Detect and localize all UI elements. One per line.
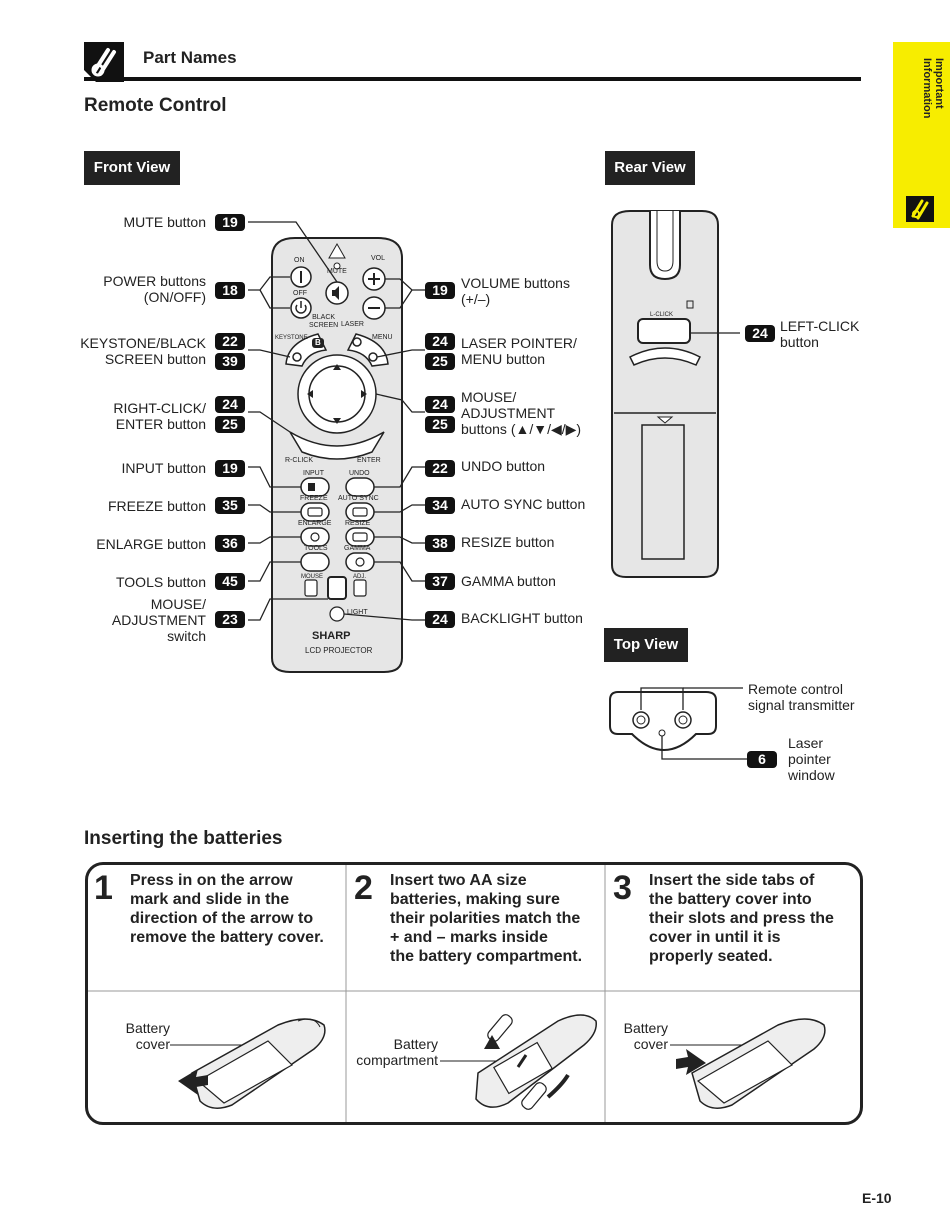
power-page-badge: 18 [215, 282, 245, 299]
step-3-text: Insert the side tabs of the battery cove… [649, 872, 834, 965]
model-name: LCD PROJECTOR [305, 646, 373, 655]
top-view-label: Top View [604, 628, 688, 662]
step-3-illustration [670, 1018, 826, 1109]
volume-page-badge: 19 [425, 282, 455, 299]
page-number: E-10 [862, 1190, 892, 1206]
mouse-switch-label: MOUSE/ ADJUSTMENT switch [111, 596, 206, 644]
batteries-heading: Inserting the batteries [84, 828, 283, 849]
section-icon [84, 42, 124, 82]
mouse-switch-page-badge: 23 [215, 611, 245, 628]
page-heading: Remote Control [84, 95, 227, 116]
brand-logo: SHARP [312, 630, 351, 642]
mute-page-badge: 19 [215, 214, 245, 231]
step-3-number: 3 [613, 869, 632, 907]
laser-page-badge-2: 25 [425, 353, 455, 370]
key-label-input: INPUT [303, 470, 324, 477]
key-label-laser: LASER [341, 321, 364, 328]
step-1-caption: Battery cover [125, 1020, 170, 1052]
key-label-r-click: R-CLICK [285, 457, 314, 464]
step-2-text: Insert two AA size batteries, making sur… [390, 872, 583, 965]
rear-view-label: Rear View [605, 151, 695, 185]
section-title: Part Names [143, 48, 237, 67]
mouse-adj-label: MOUSE/ ADJUSTMENT buttons (▲/▼/◀/▶) [461, 389, 582, 437]
l-click-key-label: L-CLICK [650, 312, 674, 318]
laser-page-badge-1: 24 [425, 333, 455, 350]
autosync-label: AUTO SYNC button [461, 496, 586, 512]
transmitter-label: Remote control signal transmitter [748, 681, 855, 713]
key-label-tools: TOOLS [304, 545, 328, 552]
front-view-diagram [248, 221, 425, 673]
left-click-label: LEFT-CLICK button [780, 318, 860, 350]
key-label-menu: MENU [372, 334, 393, 341]
side-tab: Important Information [893, 42, 950, 228]
rclick-page-badge-2: 25 [215, 416, 245, 433]
key-label-off: OFF [293, 290, 307, 297]
step-3-caption: Battery cover [623, 1020, 668, 1052]
header-rule [84, 77, 861, 81]
input-page-badge: 19 [215, 460, 245, 477]
laser-window-page-badge: 6 [747, 751, 777, 768]
backlight-label: BACKLIGHT button [461, 610, 583, 626]
step-1-number: 1 [94, 869, 113, 907]
mouse-adj-page-badge-2: 25 [425, 416, 455, 433]
autosync-page-badge: 34 [425, 497, 455, 514]
key-label-undo: UNDO [349, 470, 370, 477]
tools-label: TOOLS button [115, 574, 206, 590]
backlight-page-badge: 24 [425, 611, 455, 628]
resize-label: RESIZE button [461, 534, 555, 550]
key-label-resize: RESIZE [345, 520, 371, 527]
laser-label: LASER POINTER/ MENU button [461, 335, 577, 367]
rear-view-diagram [611, 210, 740, 578]
step-2-illustration [440, 1014, 597, 1110]
step-1-illustration [170, 1018, 326, 1109]
key-label-keystone: KEYSTONE [275, 335, 308, 341]
undo-label: UNDO button [461, 458, 546, 474]
key-label-mouse: MOUSE [301, 574, 324, 580]
key-label-enlarge: ENLARGE [298, 520, 332, 527]
key-label-gamma: GAMMA [344, 545, 371, 552]
mouse-adj-page-badge-1: 24 [425, 396, 455, 413]
input-label: INPUT button [121, 460, 206, 476]
key-label-on: ON [294, 257, 305, 264]
enlarge-label: ENLARGE button [96, 536, 206, 552]
tools-page-badge: 45 [215, 573, 245, 590]
key-label-enter: ENTER [357, 457, 381, 464]
keystone-label: KEYSTONE/BLACK SCREEN button [80, 335, 206, 367]
key-label-vol: VOL [371, 255, 386, 262]
gamma-label: GAMMA button [461, 573, 556, 589]
key-label-black-screen: BLACK SCREEN [309, 314, 339, 329]
laser-window-label: Laser pointer window [788, 735, 835, 783]
freeze-label: FREEZE button [107, 498, 206, 514]
side-tab-label: Important Information [921, 58, 945, 119]
mute-label: MUTE button [123, 214, 206, 230]
key-label-mute: MUTE [327, 268, 347, 275]
left-click-page-badge: 24 [745, 325, 775, 342]
volume-label: VOLUME buttons (+/–) [461, 275, 570, 307]
rclick-page-badge-1: 24 [215, 396, 245, 413]
step-2-number: 2 [354, 869, 373, 907]
key-label-auto-sync: AUTO SYNC [338, 495, 379, 502]
section-icon-small [906, 196, 934, 222]
keystone-page-badge-1: 22 [215, 333, 245, 350]
front-view-label: Front View [84, 151, 180, 185]
power-label: POWER buttons (ON/OFF) [103, 273, 206, 305]
undo-page-badge: 22 [425, 460, 455, 477]
keystone-page-badge-2: 39 [215, 353, 245, 370]
top-view-diagram [609, 687, 747, 760]
step-2-caption: Battery compartment [356, 1036, 438, 1068]
key-label-light: LIGHT [347, 609, 368, 616]
enlarge-page-badge: 36 [215, 535, 245, 552]
batteries-panel: 1 Press in on the arrow mark and slide i… [85, 862, 863, 1125]
key-label-freeze: FREEZE [300, 495, 328, 502]
key-label-adj: ADJ. [353, 574, 367, 580]
freeze-page-badge: 35 [215, 497, 245, 514]
rclick-label: RIGHT-CLICK/ ENTER button [113, 400, 206, 432]
gamma-page-badge: 37 [425, 573, 455, 590]
resize-page-badge: 38 [425, 535, 455, 552]
step-1-text: Press in on the arrow mark and slide in … [130, 872, 324, 946]
key-label-b: B [315, 338, 321, 347]
